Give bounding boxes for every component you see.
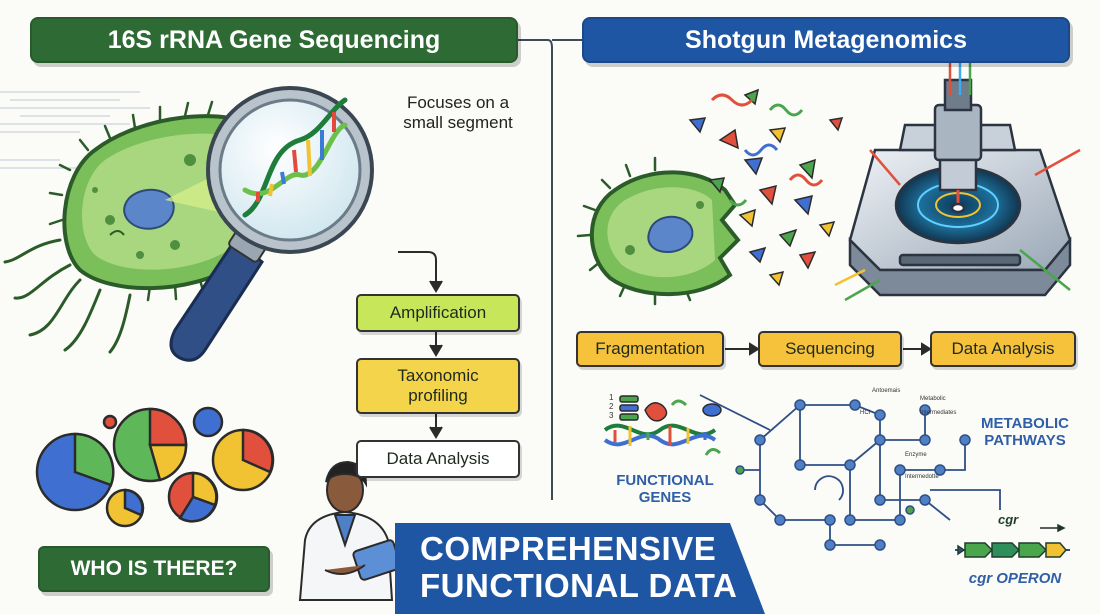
comprehensive-data-line1: COMPREHENSIVE xyxy=(420,530,717,567)
bottom-banner-bg xyxy=(395,523,765,614)
dna-strands-small xyxy=(710,93,824,207)
pathway-label-5: Enzyme xyxy=(905,452,927,458)
magnifying-glass-icon xyxy=(169,86,374,362)
step-amplification: Amplification xyxy=(356,294,520,332)
title-16s-banner: 16S rRNA Gene Sequencing xyxy=(30,17,518,63)
pathway-label-3: Intermediates xyxy=(920,410,957,416)
bacterium-fragmenting xyxy=(576,156,741,306)
dna-fragments xyxy=(688,88,844,287)
speed-lines xyxy=(0,91,150,169)
step-data-analysis-right: Data Analysis xyxy=(930,331,1076,367)
scientist-icon xyxy=(298,460,402,601)
flow-arrows-left xyxy=(398,251,443,439)
operon-gene-label: cgr xyxy=(998,512,1019,527)
title-shotgun-banner: Shotgun Metagenomics xyxy=(582,17,1070,63)
comprehensive-data-line2: FUNCTIONAL DATA xyxy=(420,567,738,604)
step-data-analysis-left: Data Analysis xyxy=(356,440,520,478)
gene-list-icon xyxy=(619,395,722,456)
flow-arrows-right xyxy=(725,342,932,356)
pie-charts-icon xyxy=(35,406,275,528)
who-is-there-label: WHO IS THERE? xyxy=(38,546,270,592)
operon-label: cgr OPERON xyxy=(968,570,1062,587)
pathway-label-1: Antoemais xyxy=(872,388,901,394)
gene-number-3: 3 xyxy=(609,411,614,420)
step-sequencing: Sequencing xyxy=(758,331,902,367)
focus-note: Focuses on a small segment xyxy=(403,93,513,133)
step-taxonomic-profiling: Taxonomic profiling xyxy=(356,358,520,414)
step-fragmentation: Fragmentation xyxy=(576,331,724,367)
metabolic-pathways-label: METABOLIC PATHWAYS xyxy=(980,415,1070,450)
gene-number-2: 2 xyxy=(609,402,614,411)
functional-genes-label: FUNCTIONAL GENES xyxy=(616,472,714,507)
pathway-label-2: Metabolic xyxy=(920,396,946,402)
pathway-label-6: Intermedotte xyxy=(905,474,939,480)
network-nodes xyxy=(735,399,971,551)
dna-helix-icon xyxy=(603,423,717,447)
laser-beams xyxy=(834,58,1081,302)
operon-diagram-icon xyxy=(955,523,1070,558)
center-divider xyxy=(518,39,553,500)
gene-number-1: 1 xyxy=(609,393,614,402)
pathway-label-4: HCl xyxy=(860,410,870,416)
sequencer-machine-icon xyxy=(848,78,1072,297)
